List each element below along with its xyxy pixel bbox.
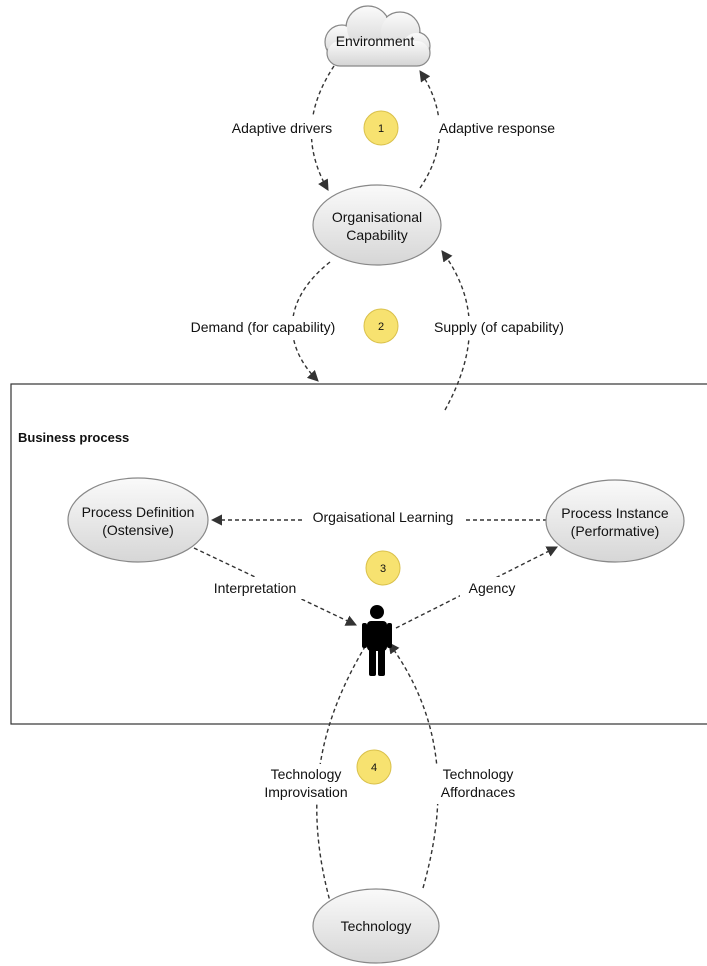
edge-interpretation: [193, 547, 358, 626]
label-technology-affordances-line1: Technology: [443, 766, 514, 782]
label-supply: Supply (of capability): [434, 319, 564, 335]
node-process-instance: [545, 479, 685, 563]
node-process-definition: [67, 477, 209, 563]
step-badge-1: 1: [363, 110, 399, 146]
label-technology-improvisation-line2: Improvisation: [264, 784, 347, 800]
svg-text:4: 4: [371, 762, 377, 774]
step-badge-4: 4: [356, 749, 392, 785]
edge-adaptive-response: [419, 70, 441, 189]
edge-supply: [441, 250, 471, 411]
node-definition-line2: (Ostensive): [102, 522, 174, 538]
edge-technology-affordances: [388, 642, 439, 889]
edge-adaptive-drivers: [310, 65, 335, 191]
label-technology-affordances-line2: Affordnaces: [441, 784, 515, 800]
node-environment-label: Environment: [336, 33, 415, 49]
edge-agency: [395, 546, 559, 629]
node-technology-label: Technology: [341, 918, 412, 934]
person-icon: [362, 605, 392, 676]
business-process-frame: [10, 383, 707, 725]
node-technology: [312, 888, 440, 964]
step-badge-2: 2: [363, 308, 399, 344]
label-technology-improvisation-line1: Technology: [271, 766, 342, 782]
label-agency: Agency: [469, 580, 516, 596]
label-orgaisational-learning: Orgaisational Learning: [313, 509, 454, 525]
svg-text:1: 1: [378, 123, 384, 135]
node-definition-line1: Process Definition: [82, 504, 195, 520]
step-badge-3: 3: [365, 550, 401, 586]
svg-text:2: 2: [378, 321, 384, 333]
node-capability-line2: Capability: [346, 227, 407, 243]
label-interpretation: Interpretation: [214, 580, 297, 596]
node-organisational-capability: [312, 184, 442, 266]
label-demand: Demand (for capability): [191, 319, 336, 335]
node-instance-line2: (Performative): [571, 523, 660, 539]
label-adaptive-response: Adaptive response: [439, 120, 555, 136]
cloud-icon: [324, 5, 431, 67]
business-process-title: Business process: [18, 430, 129, 445]
node-instance-line1: Process Instance: [561, 505, 669, 521]
node-capability-line1: Organisational: [332, 209, 422, 225]
label-adaptive-drivers: Adaptive drivers: [232, 120, 332, 136]
svg-text:3: 3: [380, 563, 386, 575]
